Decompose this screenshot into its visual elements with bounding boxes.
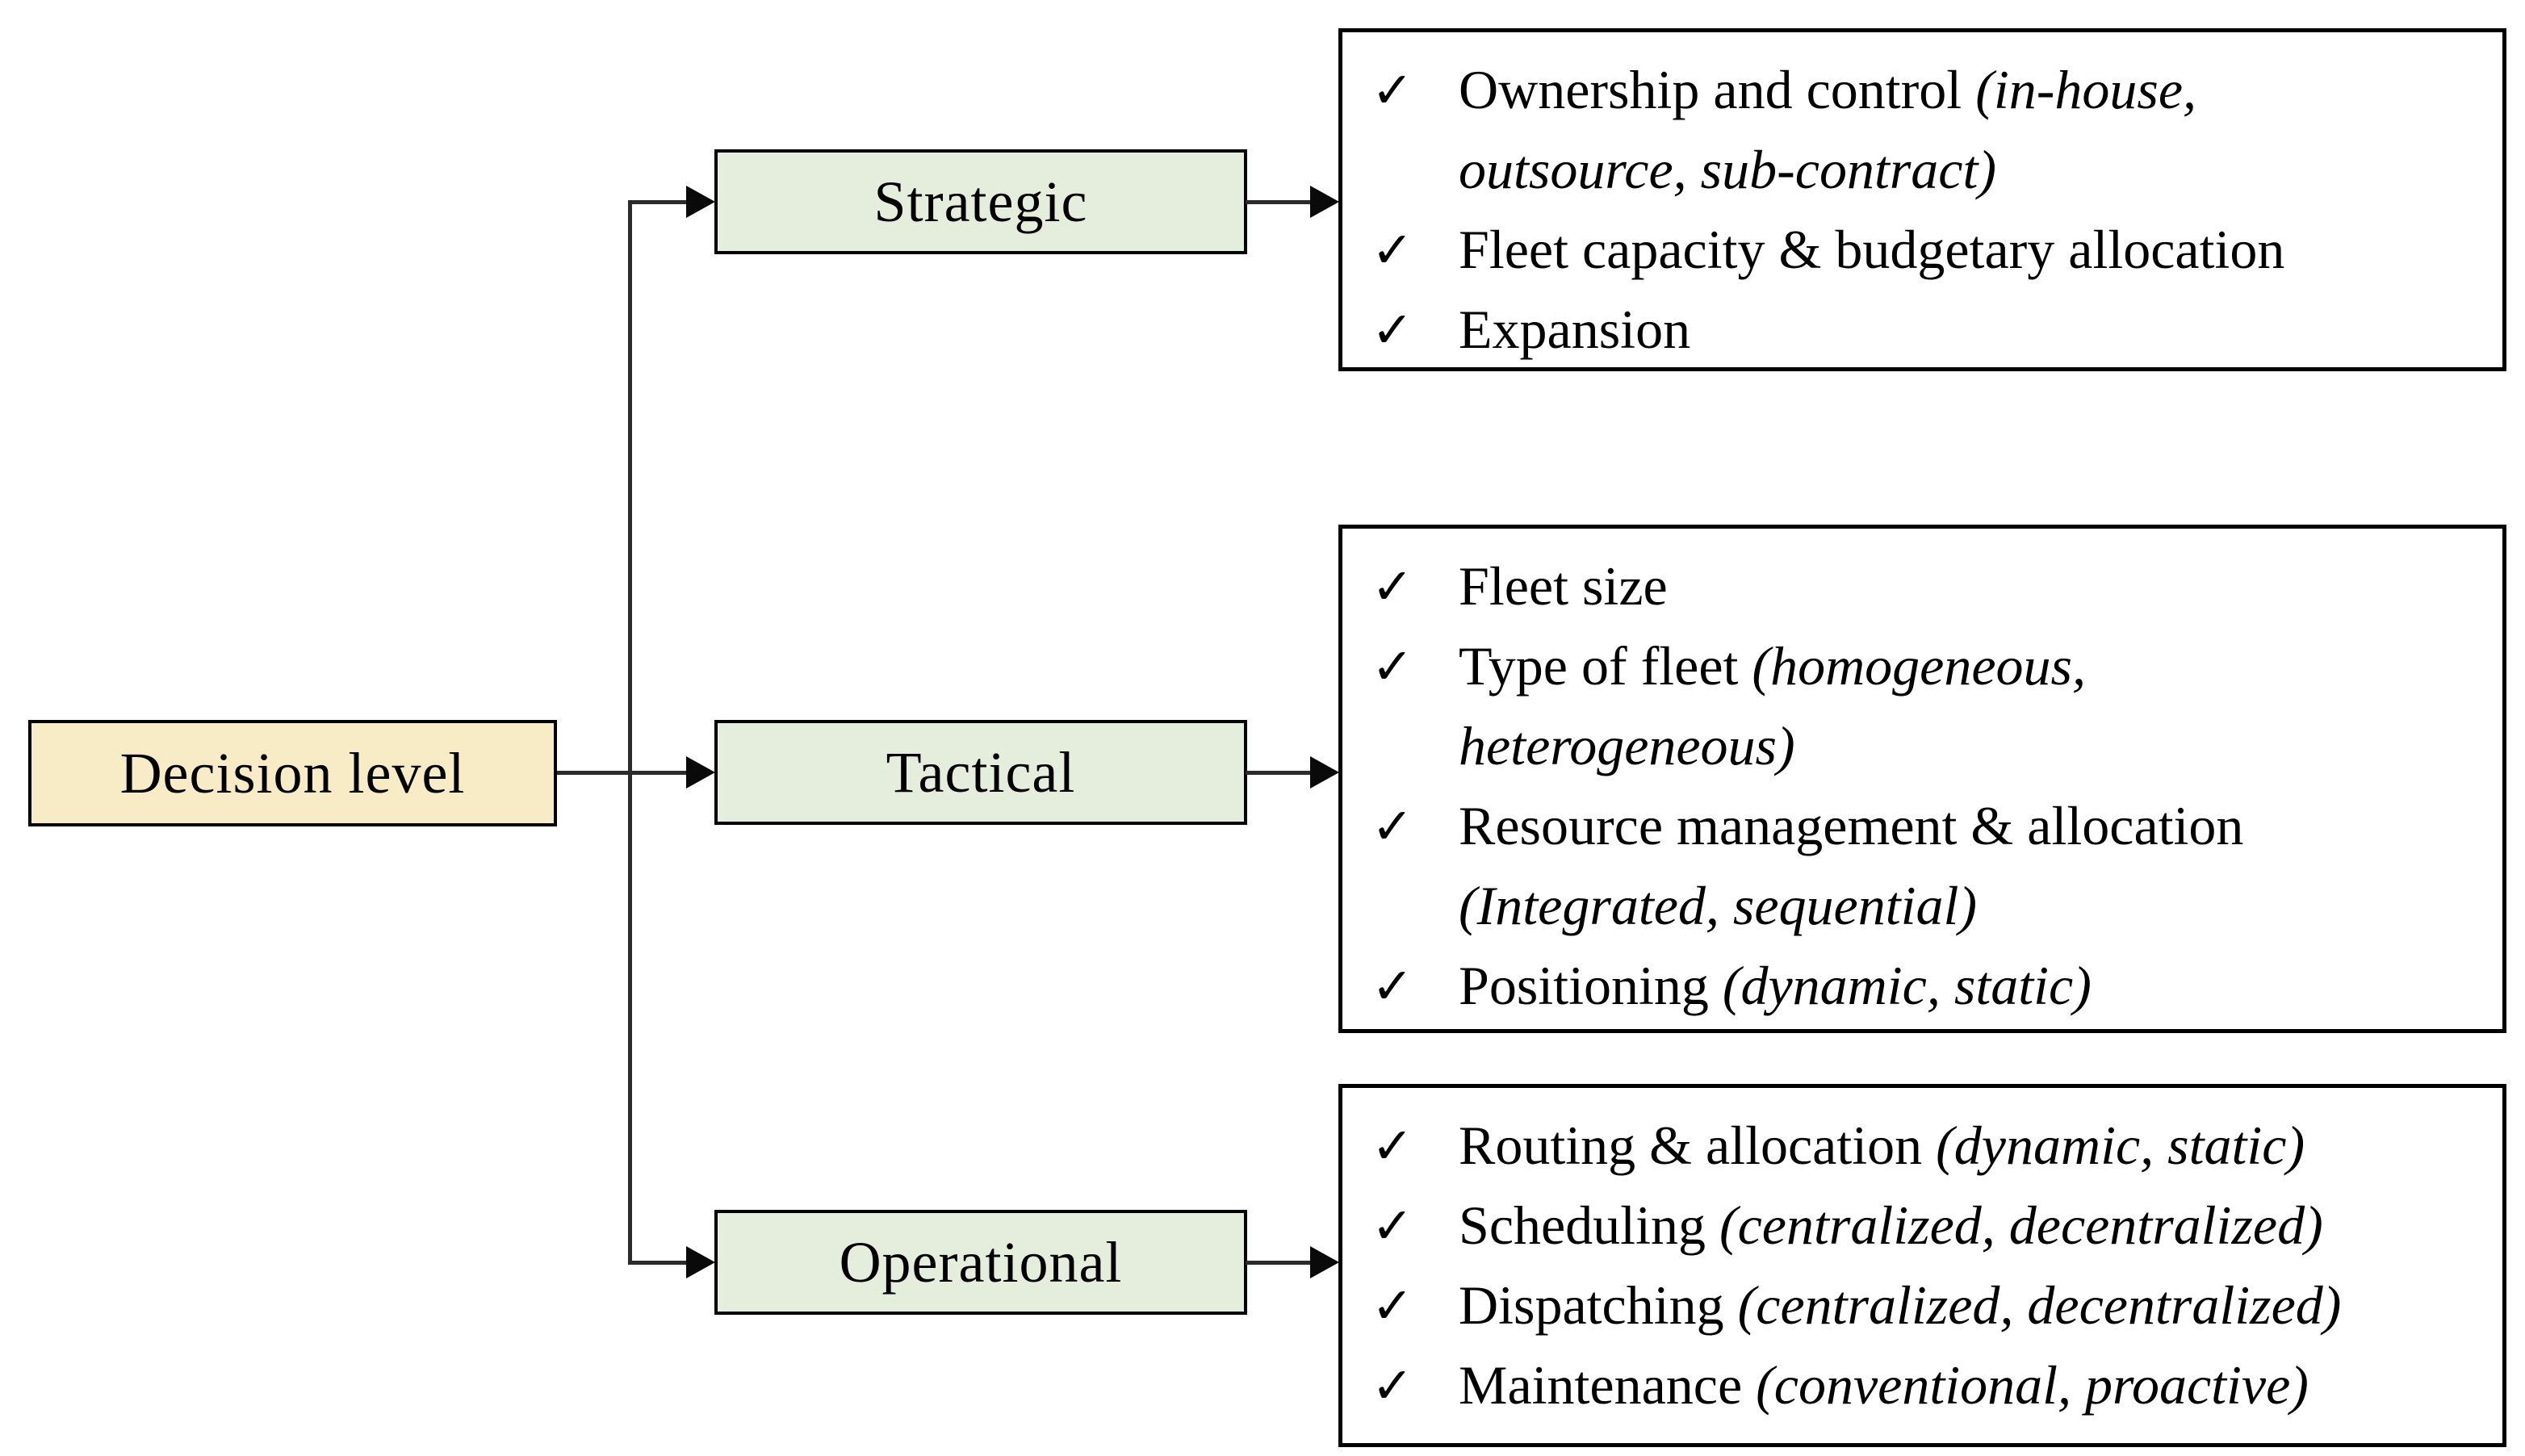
check-icon: ✓ bbox=[1371, 1116, 1413, 1175]
check-icon: ✓ bbox=[1371, 1196, 1413, 1255]
checklist-item: ✓ Scheduling (centralized, decentralized… bbox=[1365, 1186, 2486, 1266]
check-icon: ✓ bbox=[1371, 1276, 1413, 1335]
item-line: Ownership and control (in-house, bbox=[1459, 59, 2197, 120]
check-icon: ✓ bbox=[1371, 220, 1413, 279]
checklist-item: ✓ Maintenance (conventional, proactive) bbox=[1365, 1345, 2486, 1425]
checklist-item: ✓ Positioning (dynamic, static) bbox=[1365, 946, 2486, 1026]
connector-decision-to-tactical bbox=[557, 771, 690, 775]
checklist-item: ✓ Ownership and control (in-house, outso… bbox=[1365, 50, 2486, 210]
node-tactical-label: Tactical bbox=[886, 739, 1076, 805]
node-tactical: Tactical bbox=[714, 720, 1247, 825]
item-line: Positioning (dynamic, static) bbox=[1459, 955, 2092, 1016]
checklist-item: ✓ Dispatching (centralized, decentralize… bbox=[1365, 1266, 2486, 1345]
node-decision-level: Decision level bbox=[28, 720, 557, 826]
node-decision-level-label: Decision level bbox=[119, 740, 466, 805]
checklist-item: ✓ Resource management & allocation (Inte… bbox=[1365, 786, 2486, 946]
item-line: Fleet capacity & budgetary allocation bbox=[1459, 219, 2285, 280]
check-icon: ✓ bbox=[1371, 61, 1413, 119]
item-line: Routing & allocation (dynamic, static) bbox=[1459, 1115, 2305, 1176]
arrowhead-icon bbox=[1310, 186, 1339, 218]
arrowhead-icon bbox=[686, 1246, 715, 1278]
item-line: Fleet size bbox=[1459, 555, 1668, 617]
check-icon: ✓ bbox=[1371, 956, 1413, 1015]
node-operational: Operational bbox=[714, 1210, 1247, 1315]
check-icon: ✓ bbox=[1371, 637, 1413, 696]
item-line: Scheduling (centralized, decentralized) bbox=[1459, 1195, 2323, 1256]
item-line: Resource management & allocation bbox=[1459, 795, 2244, 856]
check-icon: ✓ bbox=[1371, 557, 1413, 616]
check-icon: ✓ bbox=[1371, 1356, 1413, 1415]
item-line: Maintenance (conventional, proactive) bbox=[1459, 1354, 2309, 1416]
arrowhead-icon bbox=[686, 186, 715, 218]
connector-tactical-to-panel bbox=[1246, 771, 1312, 775]
checklist-item: ✓ Fleet capacity & budgetary allocation bbox=[1365, 210, 2486, 290]
connector-strategic-to-panel bbox=[1246, 200, 1312, 204]
connector-trunk-to-strategic bbox=[628, 200, 690, 204]
panel-strategic-items: ✓ Ownership and control (in-house, outso… bbox=[1338, 28, 2506, 371]
item-line: (Integrated, sequential) bbox=[1459, 875, 1978, 936]
item-line: Expansion bbox=[1459, 299, 1691, 360]
node-strategic-label: Strategic bbox=[873, 169, 1088, 234]
arrowhead-icon bbox=[1310, 1246, 1339, 1278]
checklist-item: ✓ Routing & allocation (dynamic, static) bbox=[1365, 1106, 2486, 1186]
checklist-item: ✓ Fleet size bbox=[1365, 546, 2486, 626]
item-line: heterogeneous) bbox=[1459, 715, 1795, 776]
connector-operational-to-panel bbox=[1246, 1261, 1312, 1265]
connector-trunk-to-operational bbox=[628, 1261, 690, 1265]
item-line: Type of fleet (homogeneous, bbox=[1459, 635, 2086, 697]
node-operational-label: Operational bbox=[839, 1229, 1123, 1295]
checklist-item: ✓ Type of fleet (homogeneous, heterogene… bbox=[1365, 626, 2486, 786]
connector-vertical-trunk bbox=[628, 200, 632, 1265]
panel-operational-items: ✓ Routing & allocation (dynamic, static)… bbox=[1338, 1084, 2506, 1447]
panel-tactical-items: ✓ Fleet size ✓ Type of fleet (homogeneou… bbox=[1338, 525, 2506, 1033]
item-line: outsource, sub-contract) bbox=[1459, 139, 1997, 200]
checklist-item: ✓ Expansion bbox=[1365, 290, 2486, 367]
arrowhead-icon bbox=[686, 756, 715, 789]
node-strategic: Strategic bbox=[714, 149, 1247, 254]
item-line: Dispatching (centralized, decentralized) bbox=[1459, 1274, 2342, 1336]
check-icon: ✓ bbox=[1371, 797, 1413, 856]
check-icon: ✓ bbox=[1371, 300, 1413, 359]
arrowhead-icon bbox=[1310, 756, 1339, 789]
